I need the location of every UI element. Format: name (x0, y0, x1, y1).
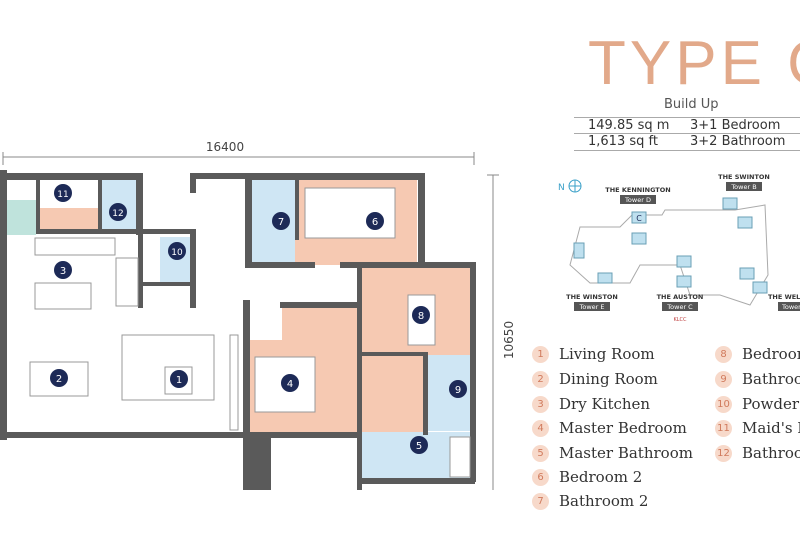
unit-c-markers (573, 197, 768, 294)
tower-swinton: THE SWINTON Tower B (718, 173, 770, 191)
svg-text:12: 12 (112, 209, 123, 219)
svg-text:2: 2 (56, 374, 62, 385)
svg-text:THE AUSTON: THE AUSTON (657, 293, 704, 301)
tower-kennington: THE KENNINGTON Tower D (605, 186, 671, 204)
klcc-label: KLCC (673, 317, 687, 323)
svg-text:Tower: Tower (781, 303, 800, 311)
bedroom-count: 3+1 Bedroom (690, 118, 781, 133)
room-marker-10: 10 (168, 242, 186, 260)
area-sqm: 149.85 sq m (588, 118, 670, 133)
room-markers: 1 2 3 4 5 6 7 8 9 10 11 12 (50, 184, 467, 454)
svg-text:10: 10 (171, 248, 183, 258)
legend-item: 8Bedroom (715, 345, 800, 363)
depth-dimension-label: 10650 (502, 321, 516, 359)
room-marker-9: 9 (449, 380, 467, 398)
svg-text:THE WELLI: THE WELLI (768, 293, 800, 301)
svg-text:3: 3 (60, 266, 66, 277)
room-marker-7: 7 (272, 212, 290, 230)
unit-type-title: TYPE C (588, 29, 800, 98)
svg-text:6: 6 (372, 217, 378, 228)
floor-plan: 16400 10650 (0, 140, 516, 490)
svg-text:9: 9 (455, 385, 461, 396)
key-plan: N C THE KENNINGTON Tower D THE SWINTON T… (558, 173, 800, 323)
svg-text:5: 5 (416, 441, 422, 452)
svg-text:THE KENNINGTON: THE KENNINGTON (605, 186, 670, 194)
site-outline (569, 204, 769, 306)
width-dimension-label: 16400 (206, 140, 244, 154)
svg-text:8: 8 (418, 311, 424, 322)
dimension-depth: 10650 (487, 174, 516, 490)
build-up-heading: Build Up (664, 97, 719, 112)
compass-icon (568, 179, 582, 193)
svg-text:1: 1 (176, 375, 182, 386)
svg-text:Tower E: Tower E (578, 303, 604, 311)
svg-text:Tower D: Tower D (624, 196, 651, 204)
tower-winston: THE WINSTON Tower E (566, 293, 618, 311)
table-divider (574, 150, 800, 151)
svg-text:THE WINSTON: THE WINSTON (566, 293, 618, 301)
svg-text:THE SWINTON: THE SWINTON (718, 173, 770, 181)
table-divider (574, 133, 800, 134)
svg-text:Tower B: Tower B (730, 183, 756, 191)
area-sqft: 1,613 sq ft (588, 134, 658, 149)
svg-text:4: 4 (287, 379, 293, 390)
room-marker-12: 12 (109, 203, 127, 221)
room-marker-8: 8 (412, 306, 430, 324)
room-marker-2: 2 (50, 369, 68, 387)
furniture (29, 187, 471, 478)
bathroom-count: 3+2 Bathroom (690, 134, 786, 149)
svg-text:7: 7 (278, 217, 284, 228)
svg-text:11: 11 (57, 190, 68, 200)
unit-c-label: C (636, 214, 642, 223)
svg-text:Tower C: Tower C (666, 303, 693, 311)
room-marker-4: 4 (281, 374, 299, 392)
north-label: N (558, 183, 565, 193)
dimension-width: 16400 (2, 140, 475, 165)
room-marker-1: 1 (170, 370, 188, 388)
room-marker-11: 11 (54, 184, 72, 202)
walls (0, 170, 476, 490)
room-marker-5: 5 (410, 436, 428, 454)
tower-wellington: THE WELLI Tower (768, 293, 800, 311)
tower-auston: THE AUSTON Tower C KLCC (657, 293, 704, 323)
room-marker-6: 6 (366, 212, 384, 230)
room-marker-3: 3 (54, 261, 72, 279)
maids-corridor (40, 208, 100, 232)
table-divider (574, 117, 800, 118)
